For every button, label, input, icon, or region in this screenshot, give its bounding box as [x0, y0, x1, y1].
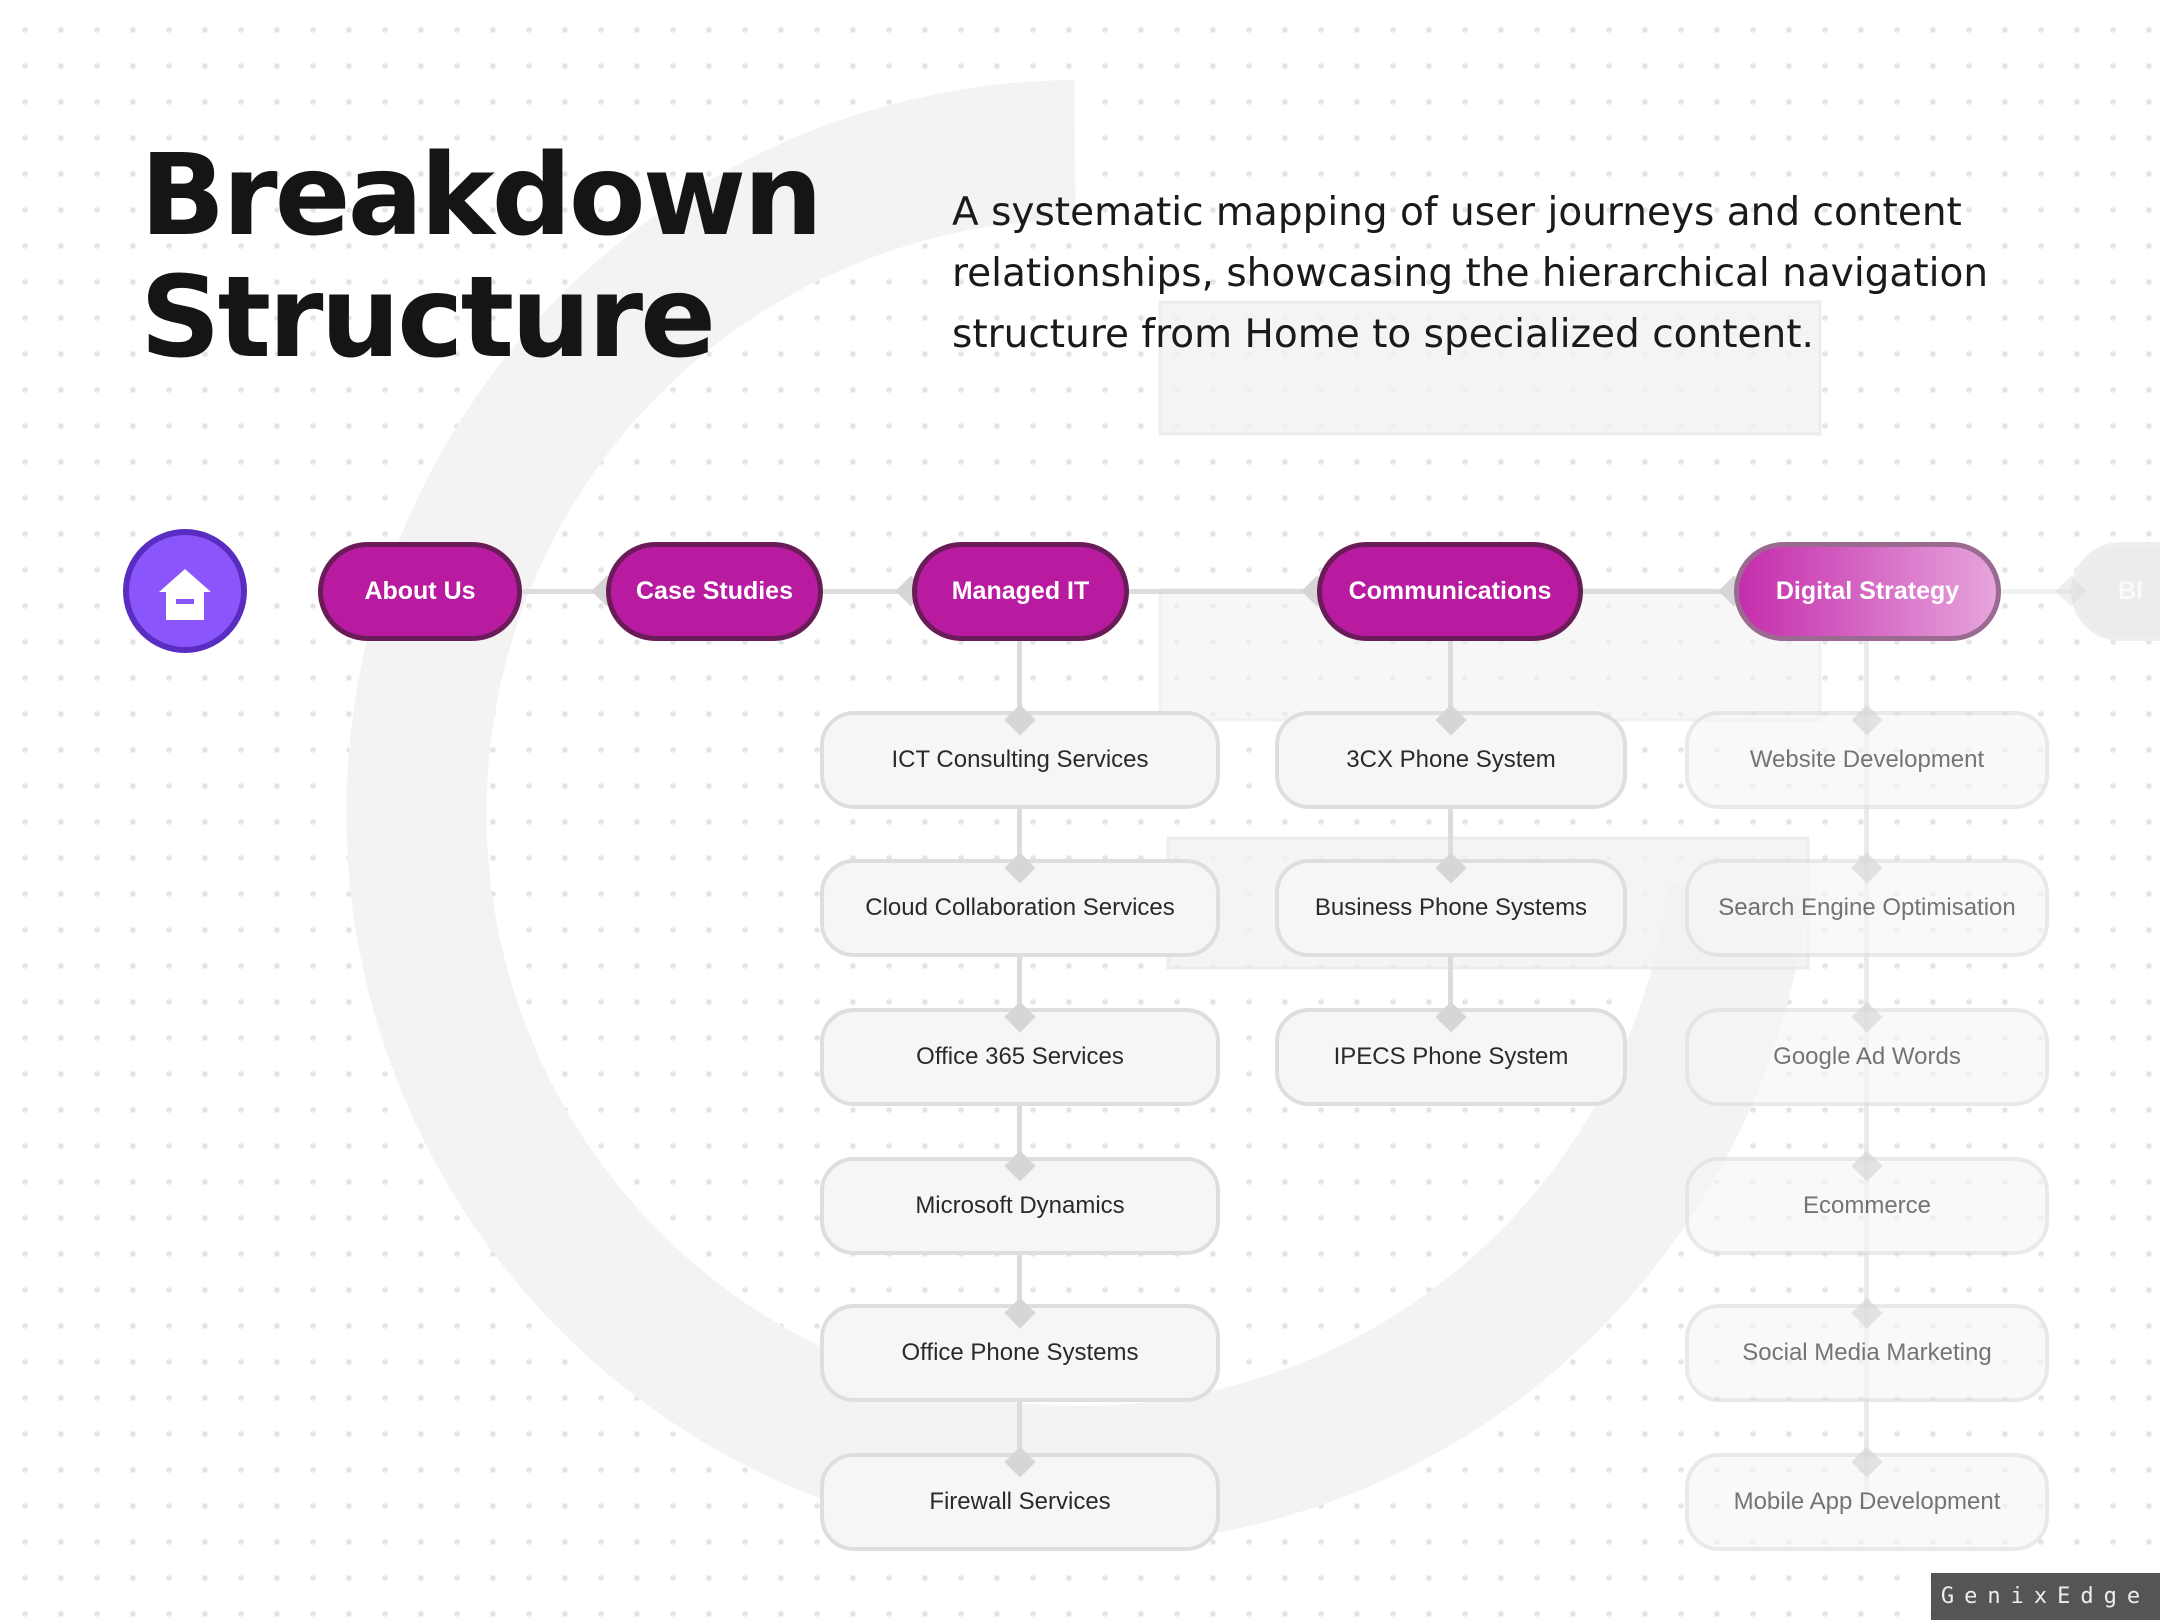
nav-blog-faded[interactable]: Bl: [2071, 542, 2160, 641]
connector: [522, 589, 612, 594]
title-line-1: Breakdown: [140, 131, 823, 261]
nav-case-studies[interactable]: Case Studies: [606, 542, 823, 641]
nav-communications[interactable]: Communications: [1317, 542, 1583, 641]
nav-managed-it[interactable]: Managed IT: [912, 542, 1129, 641]
connector: [1129, 589, 1319, 594]
house-icon: [159, 569, 211, 620]
connector: [1583, 589, 1737, 594]
connector: [1448, 641, 1453, 1061]
home-node[interactable]: [123, 529, 247, 653]
nav-digital-strategy[interactable]: Digital Strategy: [1734, 542, 2001, 641]
brand-logo: GenixEdge: [1931, 1573, 2160, 1620]
connector: [823, 589, 915, 594]
nav-about-us[interactable]: About Us: [318, 542, 522, 641]
title-line-2: Structure: [140, 253, 716, 383]
page-description: A systematic mapping of user journeys an…: [952, 190, 1989, 357]
connector: [2001, 589, 2073, 594]
